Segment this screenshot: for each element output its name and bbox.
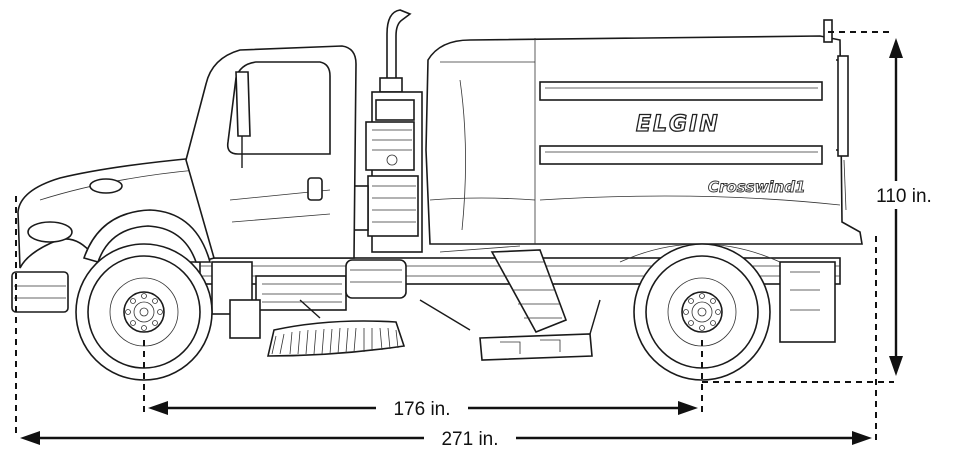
auxiliary-engine bbox=[351, 91, 423, 253]
height-dimension: 110 in. bbox=[702, 31, 946, 383]
overall-length-dimension: 271 in. bbox=[15, 196, 877, 449]
overall-length-label: 271 in. bbox=[441, 429, 498, 449]
height-label: 110 in. bbox=[876, 186, 932, 207]
truck-cab bbox=[11, 45, 357, 339]
pickup-system bbox=[345, 245, 601, 361]
curb-brush bbox=[266, 299, 406, 357]
wheelbase-label: 176 in. bbox=[393, 399, 450, 420]
rear-wheel bbox=[619, 243, 781, 381]
front-wheel bbox=[75, 243, 213, 381]
brand-logo: ELGIN bbox=[636, 112, 720, 137]
model-logo: Crosswind1 bbox=[708, 178, 805, 196]
wheelbase-dimension: 176 in. bbox=[143, 340, 703, 422]
exhaust-stack bbox=[379, 9, 412, 93]
hopper-body: ELGIN Crosswind1 bbox=[425, 19, 863, 245]
